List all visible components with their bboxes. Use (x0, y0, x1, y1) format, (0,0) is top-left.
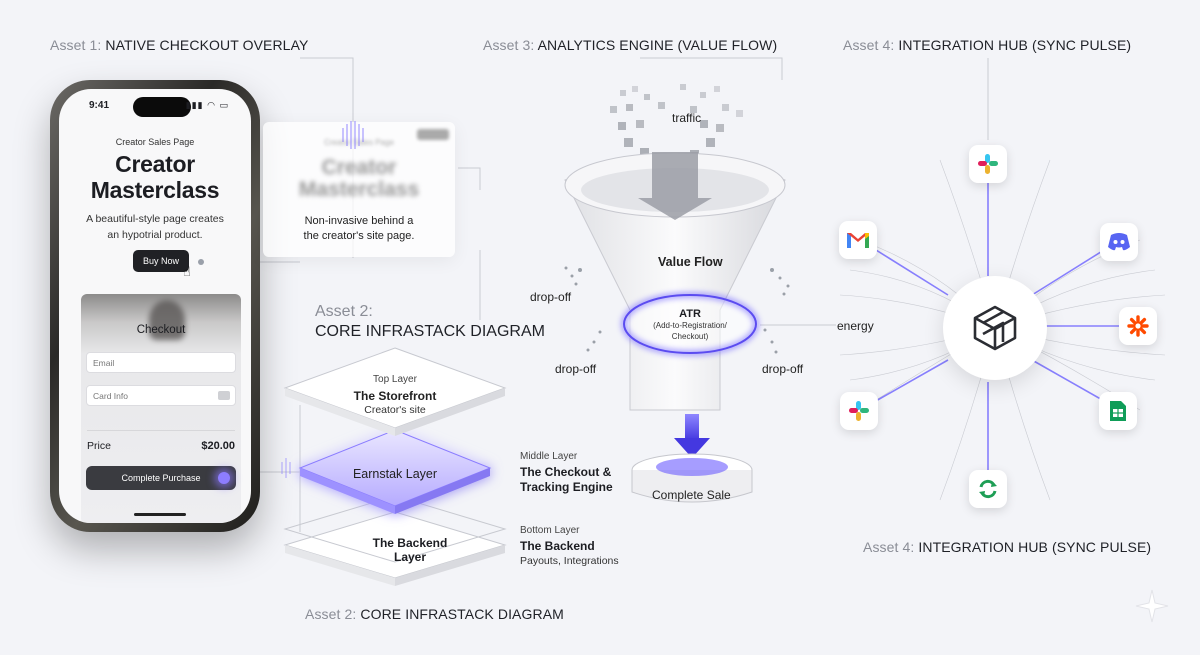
discord-icon (1108, 233, 1130, 251)
energy-label: energy (837, 319, 874, 333)
asset-2-title: Asset 2: CORE INFRASTACK DIAGRAM (315, 303, 545, 340)
overlay-note: Non-invasive behind a the creator's site… (303, 215, 415, 242)
page-description: A beautiful-style page creates an hypotr… (86, 213, 224, 241)
layer-stack (281, 347, 507, 586)
divider (87, 430, 235, 431)
top-layer-slab (283, 347, 507, 436)
price-value: $20.00 (201, 440, 235, 452)
status-icons: ▮▮▮ ◠ ▭ (185, 100, 229, 110)
top-layer-title: The Storefront (353, 389, 437, 403)
connector-dot (198, 259, 204, 265)
discord-tile[interactable] (1100, 223, 1138, 261)
home-indicator (134, 513, 186, 516)
google-sheets-icon (1110, 401, 1126, 421)
sync-tile[interactable] (969, 470, 1007, 508)
phone-screen: 9:41 ▮▮▮ ◠ ▭ Creator Sales Page Creator … (59, 89, 251, 523)
atr-label: ATR (Add-to-Registration/ Checkout) (653, 308, 727, 342)
checkout-panel: Checkout Email Card Info Price $20.00 Co… (81, 294, 241, 523)
gmail-icon (847, 233, 869, 248)
slack-tile-secondary[interactable] (840, 392, 878, 430)
drop-off-label-upper: drop-off (530, 290, 572, 304)
top-layer-tag: Top Layer (373, 374, 417, 385)
asset-4-title: Asset 4: INTEGRATION HUB (SYNC PULSE) (843, 37, 1132, 53)
bottom-layer-title: The Backend (520, 539, 595, 553)
asset-3-title: Asset 3: ANALYTICS ENGINE (VALUE FLOW) (483, 37, 778, 53)
sync-icon (979, 479, 997, 499)
bottom-layer-slab (283, 495, 507, 586)
middle-layer-center: Earnstak Layer (352, 467, 438, 481)
hand-cursor-icon: ☝ (183, 264, 191, 279)
sparkle-icon (1135, 589, 1169, 623)
price-label: Price (87, 440, 111, 452)
complete-purchase-button[interactable]: Complete Purchase (86, 466, 236, 490)
status-time: 9:41 (89, 100, 110, 111)
traffic-arrow-icon (638, 152, 712, 220)
email-field[interactable]: Email (86, 352, 236, 373)
phone-mockup: 9:41 ▮▮▮ ◠ ▭ Creator Sales Page Creator … (50, 80, 260, 532)
buy-now-button[interactable]: Buy Now (133, 250, 189, 272)
value-flow-funnel (564, 84, 790, 503)
card-icon (218, 391, 230, 400)
down-arrow-icon (674, 438, 710, 458)
layered-box-logo-icon (973, 305, 1017, 351)
traffic-label: traffic (672, 111, 702, 125)
asset-2-caption: Asset 2: CORE INFRASTACK DIAGRAM (305, 606, 564, 622)
drop-off-label-left: drop-off (555, 362, 597, 376)
page-title: Creator Masterclass (90, 151, 220, 203)
slack-tile[interactable] (969, 145, 1007, 183)
middle-layer-title: The Checkout &Tracking Engine (520, 465, 613, 494)
complete-sale-label: Complete Sale (652, 488, 731, 502)
middle-layer-slab (298, 429, 492, 514)
ghost-title: Creator Masterclass (298, 156, 420, 201)
integration-hub (943, 276, 1047, 380)
dynamic-island (133, 97, 191, 117)
page-subtitle: Creator Sales Page (115, 137, 195, 147)
middle-layer-tag: Middle Layer (520, 451, 578, 462)
google-sheets-tile[interactable] (1099, 392, 1137, 430)
bottom-layer-sub: Payouts, Integrations (520, 555, 619, 567)
slack-icon (978, 154, 998, 174)
value-flow-label: Value Flow (658, 255, 723, 269)
bottom-layer-tag: Bottom Layer (520, 525, 580, 536)
gmail-tile[interactable] (839, 221, 877, 259)
card-info-field[interactable]: Card Info (86, 385, 236, 406)
zapier-tile[interactable] (1119, 307, 1157, 345)
drop-off-label-right: drop-off (762, 362, 804, 376)
top-layer-sub: Creator's site (364, 404, 426, 416)
slack-icon (849, 401, 869, 421)
asset-4-caption: Asset 4: INTEGRATION HUB (SYNC PULSE) (863, 539, 1152, 555)
checkout-title: Checkout (136, 324, 186, 336)
asset-1-title: Asset 1: NATIVE CHECKOUT OVERLAY (50, 37, 309, 53)
pulse-dot-icon (218, 472, 230, 484)
ghost-tab (417, 129, 449, 140)
zapier-icon (1127, 315, 1149, 337)
creator-photo (149, 300, 185, 340)
overlay-pulse-icon (342, 121, 364, 149)
